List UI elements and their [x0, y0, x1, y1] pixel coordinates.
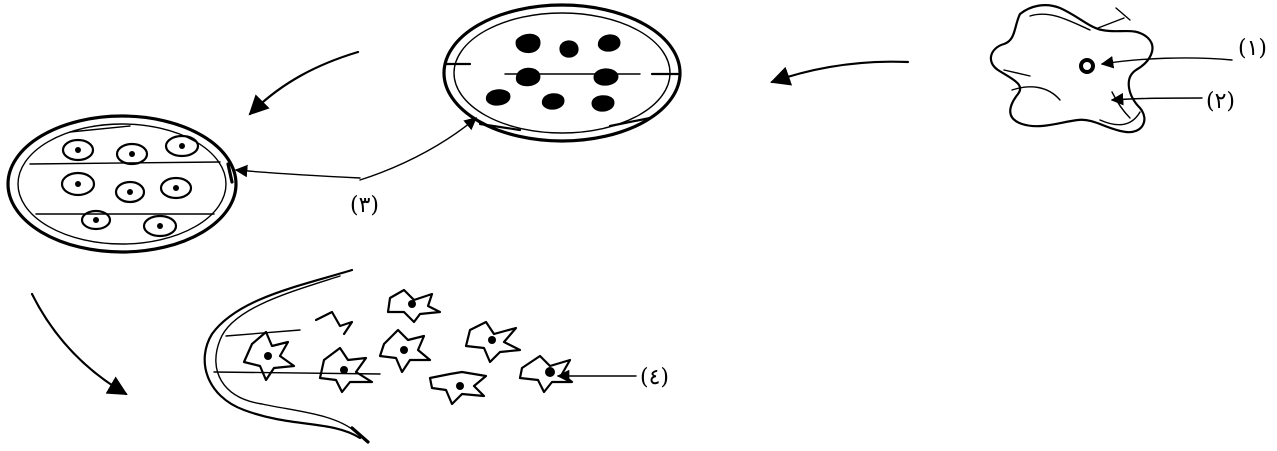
label-1: (١)	[1238, 36, 1267, 61]
process-arrow-3	[30, 292, 128, 396]
star-cell	[989, 4, 1154, 134]
process-arrow-2	[248, 50, 360, 116]
label-3: (٣)	[350, 193, 379, 218]
process-arrow-1	[770, 60, 910, 86]
label-4: (٤)	[640, 365, 669, 390]
ring-nuclei-circle	[6, 114, 238, 254]
label-arrows-1-2	[1100, 56, 1233, 106]
dark-nuclei-circle	[442, 3, 682, 143]
label-2: (٢)	[1206, 89, 1235, 114]
label-arrows-3	[234, 117, 477, 181]
scattered-cells	[203, 268, 574, 444]
